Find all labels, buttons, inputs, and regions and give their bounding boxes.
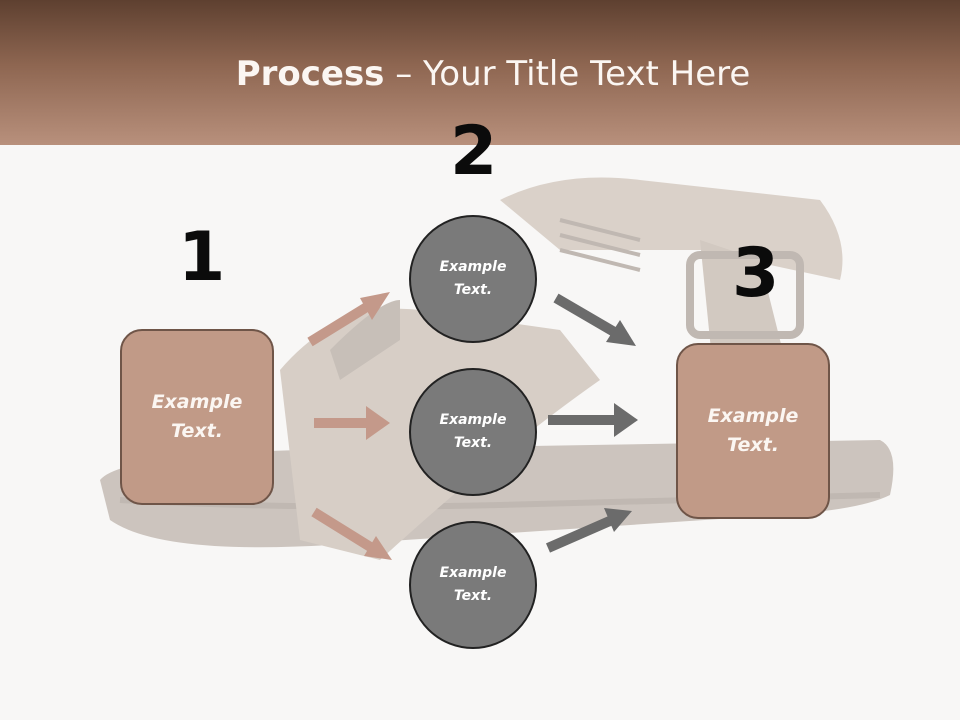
step-number-3: 3: [732, 234, 780, 313]
middle-circle-center[interactable]: Example Text.: [409, 368, 537, 496]
header-banner: [0, 0, 960, 145]
right-step-box[interactable]: Example Text.: [676, 343, 830, 519]
page-title: Process – Your Title Text Here: [0, 52, 960, 96]
right-arrow-middle: [548, 403, 638, 437]
left-step-box[interactable]: Example Text.: [120, 329, 274, 505]
middle-circle-bottom[interactable]: Example Text.: [409, 521, 537, 649]
title-bold: Process: [235, 54, 385, 94]
right-arrow-down: [553, 293, 636, 346]
step-number-2: 2: [450, 112, 498, 191]
left-arrow-middle: [314, 406, 390, 440]
circle-bottom-line1: Example: [439, 565, 507, 581]
circle-bottom-line2: Text.: [453, 588, 493, 604]
right-arrow-up: [545, 508, 632, 553]
left-box-line2: Text.: [171, 420, 223, 442]
circle-center-line1: Example: [439, 412, 507, 428]
circle-center-line2: Text.: [453, 435, 493, 451]
left-arrow-up: [307, 292, 390, 347]
left-box-line1: Example: [151, 391, 243, 413]
title-rest: – Your Title Text Here: [384, 54, 751, 94]
right-box-line2: Text.: [727, 434, 779, 456]
right-box-line1: Example: [707, 405, 799, 427]
step-number-1: 1: [178, 218, 226, 297]
circle-top-line2: Text.: [453, 282, 493, 298]
circle-top-line1: Example: [439, 259, 507, 275]
left-arrow-down: [311, 507, 392, 560]
middle-circle-top[interactable]: Example Text.: [409, 215, 537, 343]
